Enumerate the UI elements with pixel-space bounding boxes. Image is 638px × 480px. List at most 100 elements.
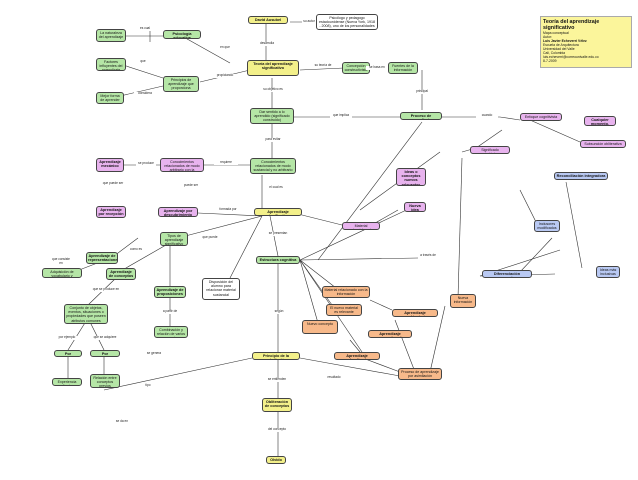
link-que-consiste: que consiste en — [50, 257, 72, 266]
link-se-da: se da en — [112, 419, 132, 424]
link-principal: principal — [414, 89, 430, 94]
node-aprendizaje-sub[interactable]: Aprendizaje subordinado — [334, 352, 380, 360]
link-en-que: en que — [216, 45, 234, 50]
node-teoria[interactable]: Teoría del aprendizaje significativo — [247, 60, 299, 76]
info-box: Teoría del aprendizaje significativo Map… — [540, 16, 632, 68]
node-naturaleza[interactable]: La naturaleza del aprendizaje — [96, 29, 126, 42]
node-enfoque[interactable]: Enfoque cognitivista — [520, 113, 562, 121]
node-disposicion[interactable]: Disposición del alumno para relacionar m… — [202, 278, 240, 300]
info-author: Luis Javier Echeverri Vélez — [543, 39, 587, 43]
info-school: Escuela de Arquitectura — [543, 43, 579, 47]
link-su-autor: su autor — [302, 19, 316, 24]
info-city: Cali, Colombia — [543, 51, 566, 55]
node-fuentes[interactable]: Fuentes de la información — [388, 62, 418, 74]
link-que-se-adquiere: que se adquiere — [90, 335, 120, 340]
node-aprendizaje-desc[interactable]: Aprendizaje por descubrimiento — [158, 207, 198, 217]
node-ideas-mas[interactable]: Ideas más inclusivas — [596, 266, 620, 278]
link-se-genera: se genera — [144, 351, 164, 356]
link-su-objetivo: su objetivo es — [262, 87, 284, 92]
node-obliteracion[interactable]: Obliteración de conceptos — [262, 398, 292, 412]
link-resultado: resultado — [320, 375, 348, 380]
node-por-formacion[interactable]: Por formación — [54, 350, 82, 357]
link-para-evitar: para evitar — [262, 137, 284, 142]
node-combinacion[interactable]: Combinación y relación de varios concept… — [154, 326, 188, 338]
link-que: que — [136, 59, 150, 64]
link-cuando: cuando — [476, 113, 498, 118]
info-email: luis.echeverri@correounivalle.edu.co — [543, 55, 599, 59]
node-aprendizaje-mec-right[interactable]: Subsunción obliterativa — [580, 140, 626, 148]
node-principios[interactable]: Principios de aprendizaje que proporcion… — [163, 76, 199, 92]
link-su-teoria: su teoría de — [310, 63, 336, 68]
link-se-basa: se basa en — [366, 65, 388, 70]
node-experiencia[interactable]: Experiencia directa — [52, 378, 82, 386]
node-psicologia[interactable]: Psicología educativa — [163, 30, 201, 39]
link-se-presentan: se presentan — [268, 231, 288, 236]
node-material-rel[interactable]: Material relacionado con la información — [322, 286, 370, 298]
node-material-pot[interactable]: Material potencialmente significativo — [342, 222, 380, 230]
link-del-concepto: del concepto — [266, 427, 288, 432]
link-se-entienden: se entienden — [264, 377, 290, 382]
node-inclusores[interactable]: Inclusores modificados — [534, 220, 560, 232]
node-proceso[interactable]: Proceso de aprendizaje — [400, 112, 442, 120]
info-author-label: Autor: — [543, 35, 553, 39]
node-nuevo-concepto[interactable]: Nuevo concepto — [302, 320, 338, 334]
link-considera: considera — [134, 91, 156, 96]
link-que-puede: que puede — [200, 235, 220, 240]
info-date: 8-7-2009 — [543, 59, 557, 63]
node-olvido[interactable]: Olvido — [266, 456, 286, 464]
node-aprendizaje-rep[interactable]: Aprendizaje de representaciones — [86, 252, 118, 264]
node-ausubel[interactable]: David Ausubel — [248, 16, 288, 24]
node-aprendizaje-sig[interactable]: Aprendizaje significativo — [254, 208, 302, 216]
node-aprendizaje-con[interactable]: Aprendizaje de conceptos — [106, 268, 136, 280]
node-psicologo[interactable]: Psicólogo y pedagogo estadounidense (Nue… — [316, 14, 378, 30]
link-el-cual: el cual es — [264, 185, 288, 190]
link-a-partir: a partir de — [162, 309, 178, 314]
info-university: Universidad del Valle — [543, 47, 575, 51]
link-se-produce: se produce — [136, 161, 156, 166]
node-nuevo-material[interactable]: El nuevo material es relevante — [326, 304, 362, 316]
node-aprendizaje-rec[interactable]: Aprendizaje por recepción — [96, 206, 126, 218]
link-formada-por: formada por — [218, 207, 238, 212]
link-a-traves: a través de — [418, 253, 438, 258]
node-aprendizaje-pro[interactable]: Aprendizaje de proposiciones — [154, 286, 186, 298]
link-que-se-produce: que se produce en — [86, 287, 126, 292]
link-tipo: tipo — [140, 383, 156, 388]
node-significado-psi[interactable]: Significado psicológico — [470, 146, 510, 154]
node-proceso-princ[interactable]: Proceso de aprendizaje por asimilación — [398, 368, 442, 380]
link-propiciando: propiciando — [212, 73, 238, 78]
node-significado[interactable]: Nueva información — [450, 294, 476, 308]
node-tipos[interactable]: Tipos de aprendizaje significativo — [160, 232, 188, 246]
node-conceptos-mem[interactable]: Conocimientos relacionados de modo susta… — [250, 158, 296, 174]
node-reconciliacion[interactable]: Reconciliación integradora — [554, 172, 608, 180]
link-que-puede-ser: que puede ser — [102, 181, 124, 186]
node-sentido[interactable]: Dar sentido a lo aprendido (significado … — [250, 108, 294, 124]
node-ideas-nuevas[interactable]: Ideas o conceptos nuevos relevantes (sub… — [396, 168, 426, 186]
node-aprendizaje-comb[interactable]: Aprendizaje combinatorio — [392, 309, 438, 317]
node-cualquier[interactable]: Cualquier momento, cuando el alumno apre… — [584, 116, 616, 126]
link-como-es: como es — [128, 247, 144, 252]
info-title: Teoría del aprendizaje significativo — [543, 19, 600, 31]
node-aprendizaje-mec[interactable]: Aprendizaje mecánico — [96, 158, 124, 172]
link-segun: según — [268, 309, 290, 314]
node-estructura[interactable]: Estructura cognitiva — [256, 256, 300, 264]
link-que-implica: que implica — [330, 113, 352, 118]
node-diferenciacion[interactable]: Diferenciación progresiva — [482, 270, 532, 278]
node-conjunto[interactable]: Conjunto de objetos, eventos, situacione… — [64, 304, 108, 324]
node-principio[interactable]: Principio de la asimilación — [252, 352, 300, 360]
node-mejor[interactable]: Mejor forma de aprender — [96, 92, 124, 104]
node-adquisicion[interactable]: Adquisición de vocabulario y determinaci… — [42, 268, 82, 278]
link-por-ejemplo: por ejemplo — [54, 335, 80, 340]
info-subtitle: Mapa conceptual — [543, 31, 569, 35]
link-desarrolla: desarrolla — [254, 41, 280, 46]
link-requiere: requiere — [214, 160, 238, 165]
node-aprendizaje-supra[interactable]: Aprendizaje supraordenado — [368, 330, 412, 338]
node-por-asimilacion[interactable]: Por asimilación — [90, 350, 120, 357]
link-es-cual: es cual — [136, 26, 154, 31]
node-conocimientos[interactable]: Conocimientos relacionados de modo arbit… — [160, 158, 204, 172]
node-nueva-idea[interactable]: Nueva idea — [404, 202, 426, 212]
node-factores[interactable]: Factores influyentes del aprendizaje — [96, 58, 126, 71]
link-puede-ser: puede ser — [178, 183, 204, 188]
node-relacion-con[interactable]: Relación entre conceptos previos — [90, 374, 120, 388]
